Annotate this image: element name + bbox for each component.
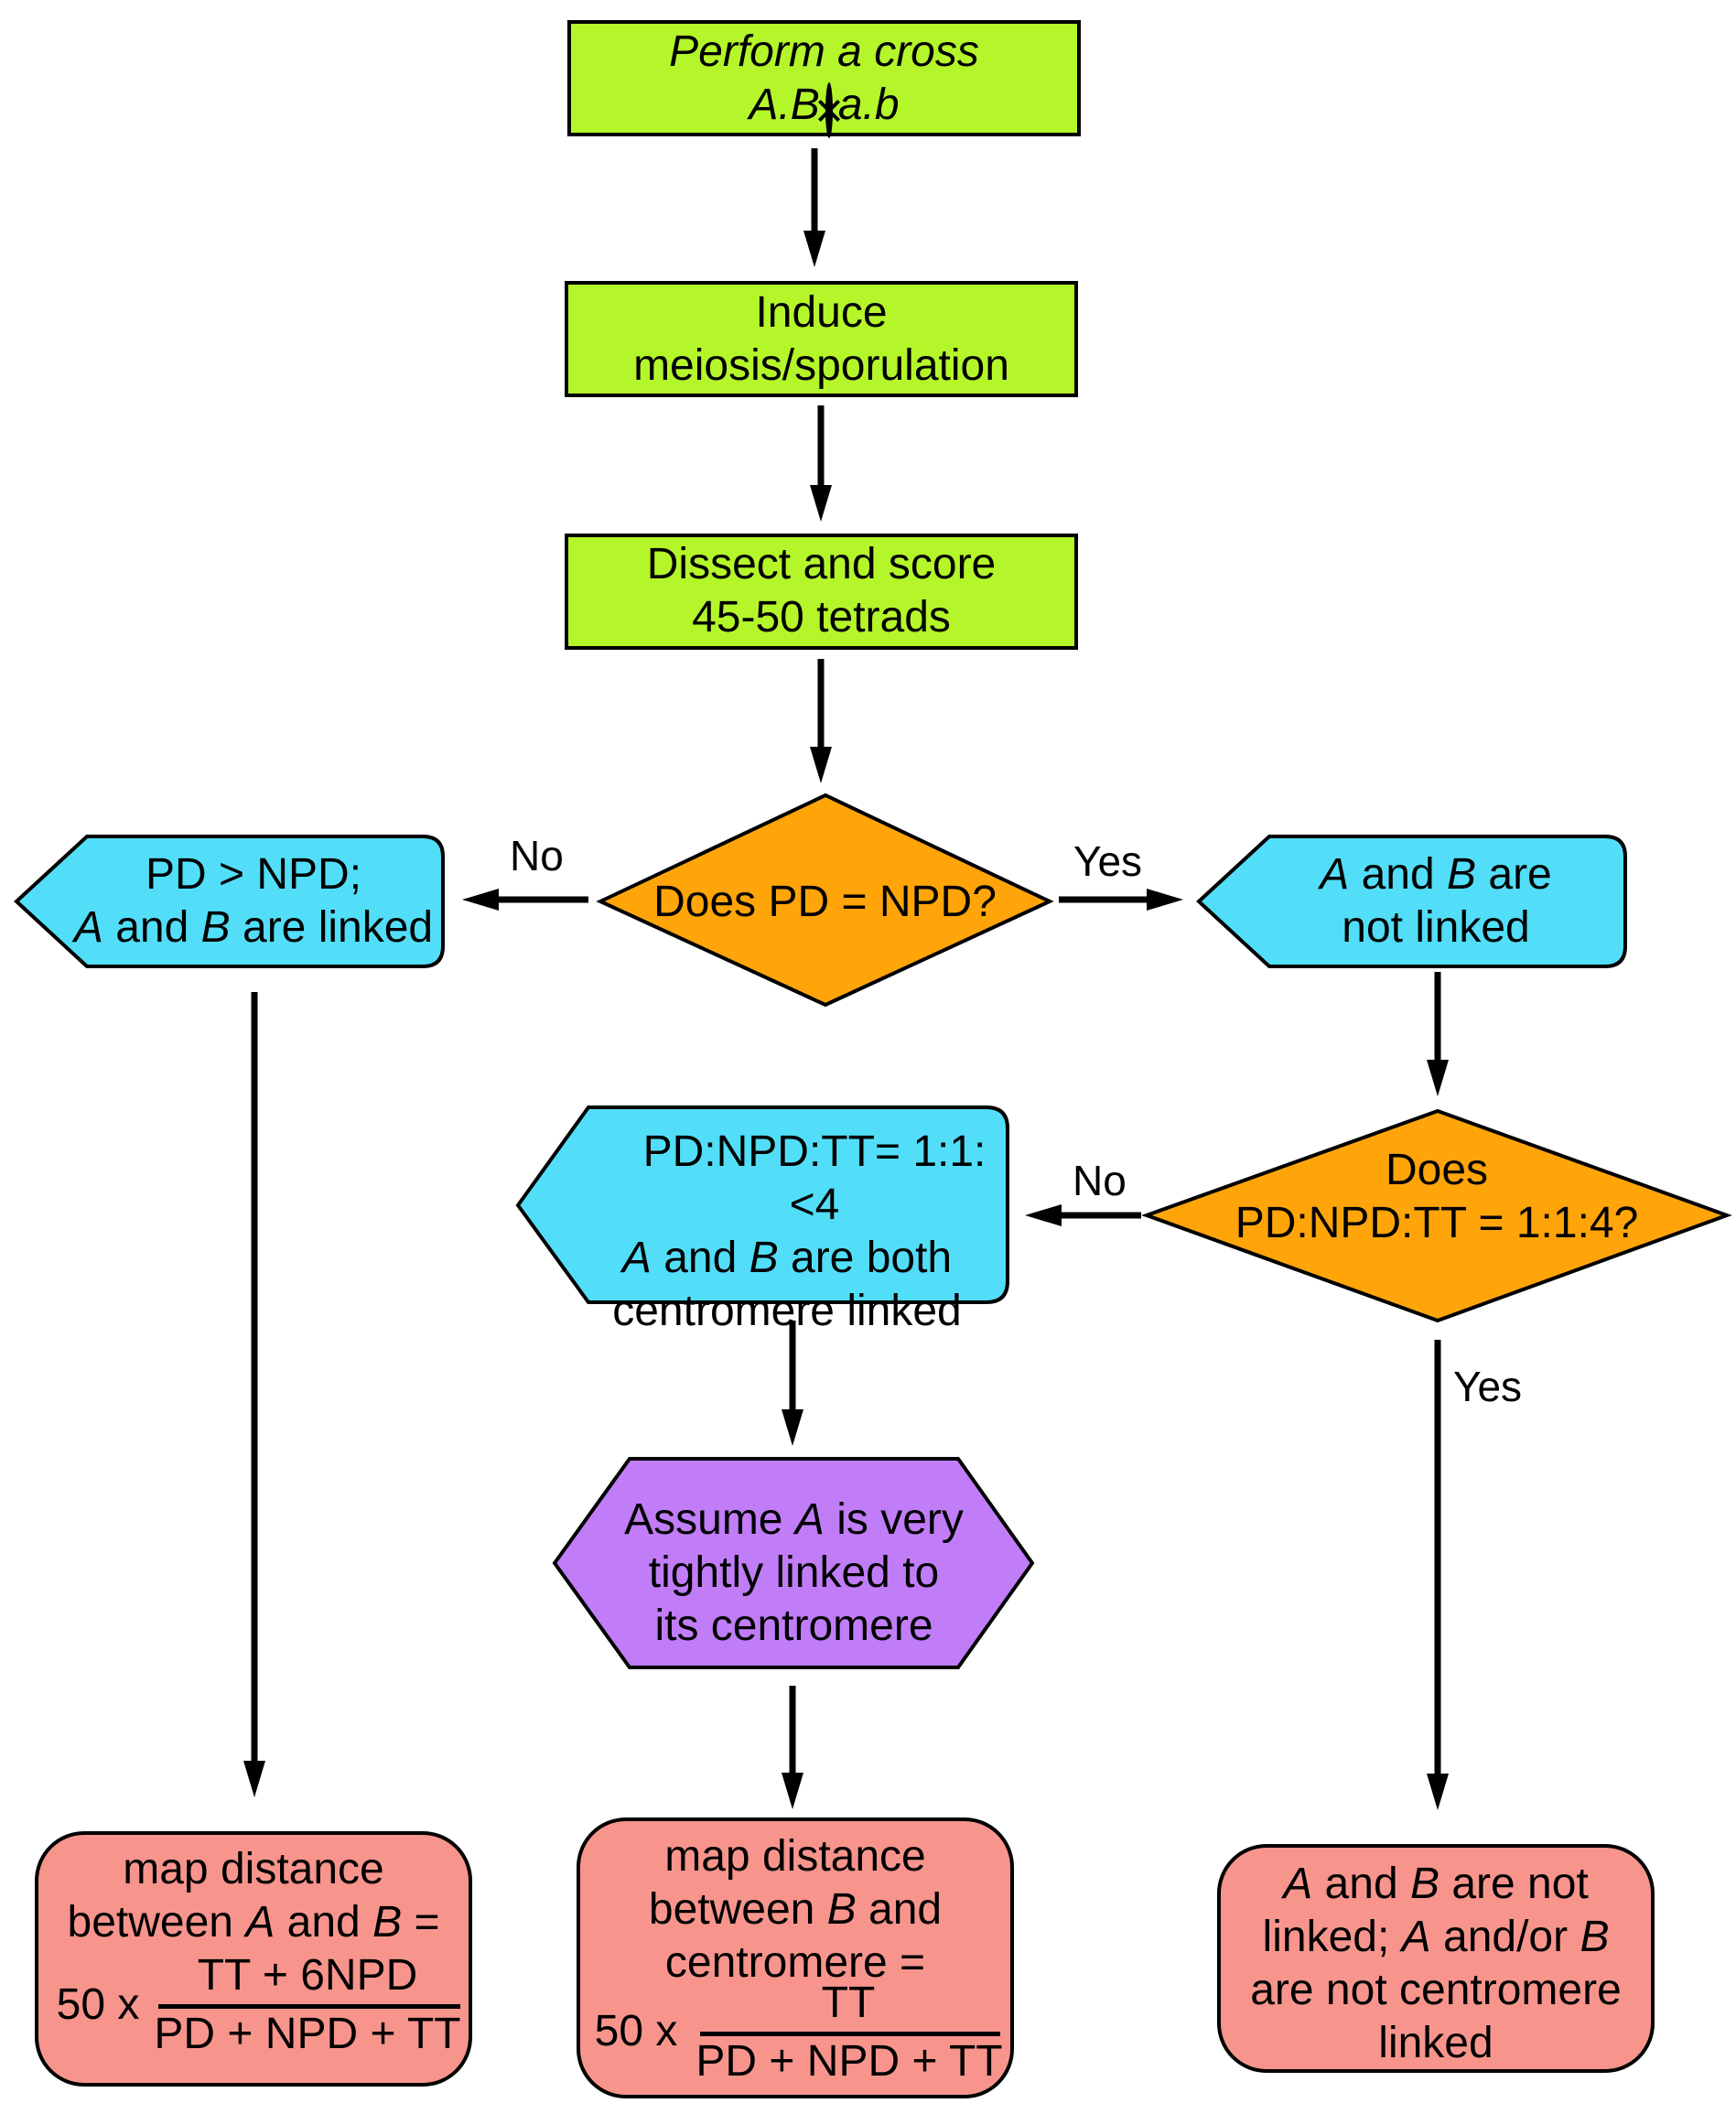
gene-a: A — [794, 1495, 825, 1544]
assumption-line2: tightly linked to — [648, 1548, 940, 1597]
result-right-text: A and B are not linked; A and/or B are n… — [1219, 1858, 1653, 2070]
result-mid-box — [577, 1817, 1014, 2098]
text-and: and — [275, 1898, 373, 1947]
decision-pd-npd-diamond — [596, 793, 1054, 1008]
text-are-not: are not — [1439, 1860, 1589, 1908]
result-left-box — [35, 1831, 472, 2087]
result-right-line1: A and B are not — [1219, 1858, 1653, 1911]
centromere-linked-line1: PD:NPD:TT= 1:1:<4 — [642, 1127, 987, 1229]
decision2-line1: Does — [1385, 1146, 1489, 1194]
step-dissect-line1: Dissect and score — [646, 540, 997, 588]
step-induce-text: Induce meiosis/sporulation — [566, 286, 1076, 393]
result-mid-denominator: PD + NPD + TT — [695, 2037, 1003, 2086]
result-mid-numerator: TT — [821, 1979, 876, 2027]
gene-a: A — [1283, 1860, 1313, 1908]
result-left-line1: map distance — [123, 1845, 384, 1893]
gene-a: A — [621, 1234, 652, 1282]
gene-b: B — [1447, 850, 1477, 899]
text-linked: linked; — [1262, 1913, 1402, 1961]
gene-a: A — [245, 1898, 275, 1947]
gene-b: B — [1409, 1860, 1439, 1908]
outcome-not-linked-shape — [1196, 835, 1627, 968]
centromere-linked-line2: A and B are both — [567, 1232, 1007, 1285]
text-are-linked: are linked — [230, 903, 434, 952]
text-are: are — [1476, 850, 1552, 899]
outcome-not-linked-line2: not linked — [1342, 903, 1530, 952]
decision2-line2: PD:NPD:TT = 1:1:4? — [1235, 1199, 1639, 1247]
assumption-line3: its centromere — [654, 1602, 933, 1650]
step-induce-line1: Induce — [755, 288, 888, 337]
gene-a: A — [73, 903, 103, 952]
result-right-line4: linked — [1378, 2019, 1493, 2067]
gene-b: B — [826, 1885, 857, 1934]
result-right-line2: linked; A and/or B — [1219, 1911, 1653, 1964]
result-left-text: map distance between A and B = — [37, 1843, 470, 1949]
assumption-hexagon — [552, 1457, 1035, 1669]
assumption-text: Assume A is very tightly linked to its c… — [586, 1494, 1002, 1653]
outcome-linked-shape — [14, 835, 445, 968]
step-cross-formula: A.B a.b — [569, 79, 1079, 138]
step-induce-line2: meiosis/sporulation — [633, 341, 1009, 390]
outcome-centromere-linked-text: PD:NPD:TT= 1:1:<4 A and B are both centr… — [567, 1126, 1007, 1338]
decision1-no-label: No — [510, 832, 564, 879]
decision1-yes-label: Yes — [1073, 837, 1143, 885]
decision2-no-label: No — [1073, 1157, 1127, 1204]
result-right-line3: are not centromere — [1250, 1966, 1622, 2014]
text-and: and — [102, 903, 201, 952]
step-induce-box — [565, 281, 1078, 397]
gene-b: B — [1580, 1913, 1610, 1961]
step-cross-title: Perform a cross — [669, 27, 979, 76]
result-mid-line3: centromere = — [664, 1938, 926, 1987]
result-left-denominator: PD + NPD + TT — [154, 2010, 461, 2058]
gene-b: B — [749, 1234, 779, 1282]
cross-symbol-icon — [825, 82, 833, 138]
decision1-question: Does PD = NPD? — [600, 876, 1050, 929]
cross-right-genotype: a.b — [837, 81, 900, 129]
outcome-not-linked-text: A and B are not linked — [1246, 848, 1625, 955]
text-and-or: and/or — [1430, 1913, 1580, 1961]
decision1-question-text: Does PD = NPD? — [653, 878, 997, 926]
text-is-very: is very — [824, 1495, 964, 1544]
result-left-fraction-bar — [158, 2004, 460, 2009]
outcome-centromere-linked-shape — [515, 1106, 1009, 1304]
arrows — [243, 148, 1449, 1810]
gene-b: B — [200, 903, 231, 952]
text-are-both: are both — [778, 1234, 953, 1282]
text-assume: Assume — [624, 1495, 795, 1544]
decision-ratio-diamond — [1141, 1108, 1732, 1323]
gene-b: B — [372, 1898, 403, 1947]
result-mid-text: map distance between B and centromere = — [578, 1830, 1012, 1990]
centromere-linked-line3: centromere linked — [612, 1287, 962, 1335]
result-left-factor: 50 x — [56, 1980, 140, 2029]
cross-left-genotype: A.B — [749, 81, 820, 129]
decision2-yes-label: Yes — [1453, 1363, 1523, 1410]
outcome-linked-text: PD > NPD; A and B are linked — [64, 848, 443, 955]
gene-a: A — [1320, 850, 1350, 899]
step-dissect-line2: 45-50 tetrads — [692, 593, 951, 642]
step-cross-text: Perform a cross A.B a.b — [569, 26, 1079, 138]
text-and: and — [856, 1885, 943, 1934]
result-left-numerator: TT + 6NPD — [197, 1951, 418, 2000]
result-left-line2: between A and B = — [37, 1896, 470, 1949]
step-dissect-box — [565, 534, 1078, 650]
assumption-line1: Assume A is very — [586, 1494, 1002, 1547]
result-mid-fraction-bar — [700, 2032, 1000, 2036]
outcome-linked-line1: PD > NPD; — [145, 850, 362, 899]
outcome-linked-line2: A and B are linked — [64, 901, 443, 955]
result-right-box — [1217, 1844, 1655, 2073]
result-mid-line1: map distance — [664, 1832, 926, 1881]
text-and: and — [651, 1234, 749, 1282]
text-and: and — [1312, 1860, 1410, 1908]
text-between: between — [67, 1898, 246, 1947]
result-mid-factor: 50 x — [594, 2007, 678, 2055]
decision2-question: Does PD:NPD:TT = 1:1:4? — [1190, 1144, 1684, 1250]
text-and: and — [1349, 850, 1448, 899]
text-equals: = — [402, 1898, 440, 1947]
outcome-not-linked-line1: A and B are — [1246, 848, 1625, 901]
result-mid-line2: between B and — [578, 1883, 1012, 1936]
step-dissect-text: Dissect and score 45-50 tetrads — [566, 538, 1076, 644]
text-between: between — [648, 1885, 827, 1934]
gene-a: A — [1401, 1913, 1431, 1961]
